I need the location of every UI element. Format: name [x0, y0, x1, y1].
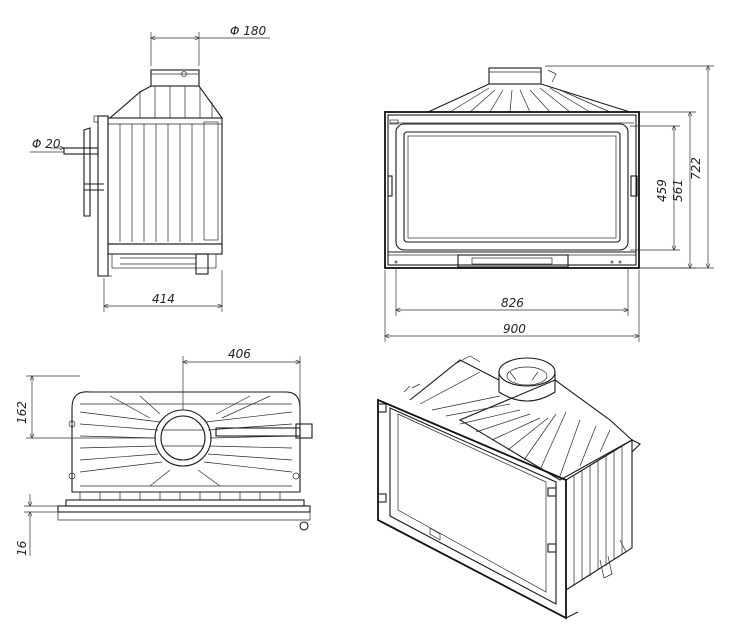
front-view: 826 900 459 561 722: [384, 66, 714, 342]
dim-flue-depth: 162: [15, 401, 29, 424]
dim-leg-height: 16: [15, 540, 29, 556]
dim-overall-width: 900: [503, 322, 526, 336]
side-view: Φ 180 Φ 20 414: [30, 24, 270, 312]
dim-overall-height: 722: [689, 157, 703, 180]
dim-flue-diameter: Φ 180: [230, 24, 267, 38]
dim-side-depth: 414: [152, 292, 175, 306]
dim-glass-height: 459: [655, 179, 669, 202]
dim-inner-width: 826: [501, 296, 524, 310]
top-view: 406 162 16: [15, 347, 313, 556]
dim-door-height: 561: [671, 179, 685, 202]
isometric-view: [377, 355, 641, 620]
dim-flue-offset: 406: [228, 347, 251, 361]
dim-air-inlet-diameter: Φ 20: [32, 137, 61, 151]
